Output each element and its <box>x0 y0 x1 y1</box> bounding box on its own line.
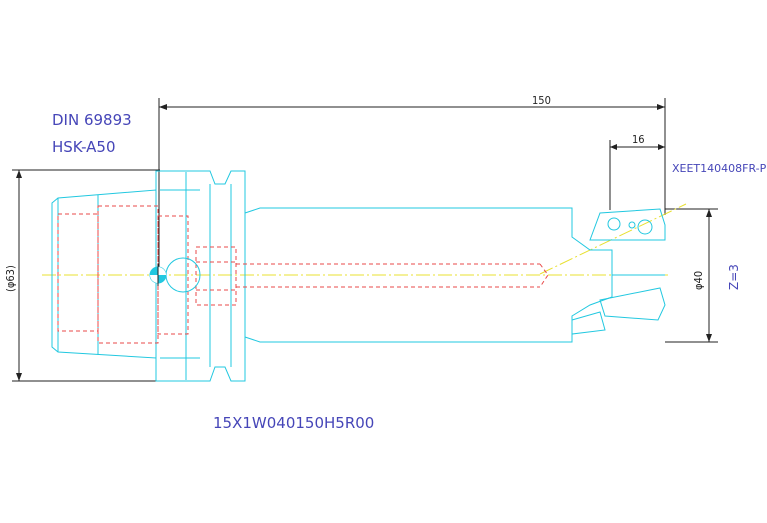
cutter-head <box>571 208 666 335</box>
part-number-label: 15X1W040150H5R00 <box>213 414 374 432</box>
cutting-diameter-value: φ40 <box>692 271 705 290</box>
cutting-diameter-dimension: φ40 <box>665 208 718 343</box>
flange-diameter-value: (φ63) <box>4 265 17 292</box>
overall-length-value: 150 <box>532 94 551 107</box>
insert-axis-line <box>539 203 687 275</box>
hsk-taper-shank <box>51 189 157 359</box>
tool-body <box>244 207 613 343</box>
teeth-count-label: Z=3 <box>727 264 741 290</box>
insert-code-label: XEET140408FR-P <box>672 162 767 175</box>
head-length-dimension: 16 <box>609 133 665 210</box>
head-length-value: 16 <box>632 133 645 146</box>
interface-label: HSK-A50 <box>52 138 116 156</box>
gauge-point-symbol <box>149 257 201 293</box>
hidden-bore-lines <box>57 205 549 344</box>
overall-length-dimension: 150 <box>158 94 666 268</box>
standard-label: DIN 69893 <box>52 111 132 129</box>
flange-diameter-dimension: (φ63) <box>4 169 160 382</box>
tool-flange <box>155 170 246 382</box>
